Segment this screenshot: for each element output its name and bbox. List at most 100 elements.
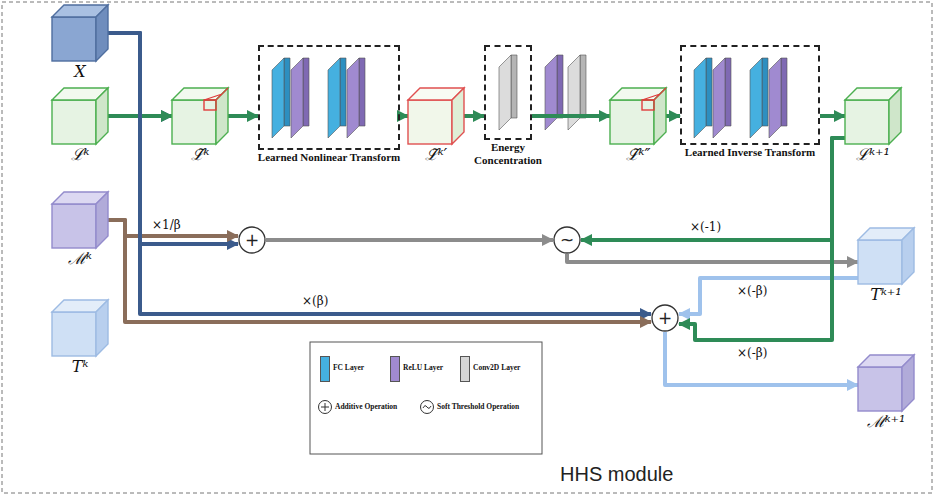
- legend-swatch: [460, 356, 470, 382]
- patch-marker: [204, 100, 216, 110]
- module-label: Learned Nonlinear Transform: [258, 151, 400, 164]
- tensor-label: ℒ̃ᵏ″: [626, 146, 651, 164]
- cube-shape: [52, 88, 108, 144]
- tensor-cube: Tᵏ: [52, 300, 108, 356]
- connector: [567, 254, 858, 262]
- module-caption: HHS module: [560, 463, 673, 486]
- legend-icon: [423, 406, 431, 409]
- cube-side: [452, 88, 464, 144]
- cube-shape: [172, 88, 228, 144]
- cube-front: [858, 240, 902, 284]
- layer-slab-side: [340, 58, 346, 126]
- weight-label: ×(-β): [735, 346, 769, 360]
- connector: [666, 114, 680, 118]
- cube-side: [96, 192, 108, 248]
- cube-front: [52, 100, 96, 144]
- cube-shape: [858, 228, 914, 284]
- dashed-module-box: Energy Concentration: [484, 45, 532, 140]
- layer-slab-side: [359, 58, 365, 126]
- weight-label: ×(β): [300, 294, 330, 308]
- connector: [820, 114, 845, 118]
- layer-slab-side: [557, 55, 563, 118]
- tensor-label: ℒᵏ⁺¹: [856, 146, 890, 164]
- operator-ring: [652, 305, 678, 331]
- tensor-label: ℳᵏ: [68, 250, 92, 268]
- layer-slab: [545, 55, 557, 130]
- operator-circle: +: [651, 304, 679, 332]
- layer-slab-side: [762, 58, 768, 126]
- tensor-cube: ℒ̃ᵏ: [172, 88, 228, 144]
- connector: [266, 238, 553, 242]
- dashed-module-box: Learned Inverse Transform: [680, 45, 820, 145]
- connector: [665, 332, 858, 385]
- layer-slab-side: [511, 55, 517, 118]
- layer-slabs: [272, 55, 787, 138]
- cube-side: [654, 88, 666, 144]
- cube-shape: [52, 300, 108, 356]
- legend-icon: [321, 403, 329, 411]
- cube-side: [96, 5, 108, 61]
- tensor-cube: X: [52, 5, 108, 61]
- tensor-cube: ℳᵏ: [52, 192, 108, 248]
- cube-side: [96, 88, 108, 144]
- layer-slab: [291, 58, 303, 138]
- tensor-cube: ℒ̃ᵏ′: [408, 88, 464, 144]
- legend-text: Conv2D Layer: [473, 363, 520, 373]
- tensor-cube: ℒᵏ: [52, 88, 108, 144]
- layer-slab: [272, 58, 284, 138]
- layer-slab-side: [580, 55, 586, 118]
- cube-front: [408, 100, 452, 144]
- layer-slab: [713, 58, 725, 138]
- operator-symbol: +: [238, 226, 266, 254]
- patch-marker: [204, 88, 228, 100]
- cube-front: [845, 100, 889, 144]
- module-label: Learned Inverse Transform: [685, 146, 815, 159]
- cube-shape: [408, 88, 464, 144]
- tensor-label: ℒᵏ: [71, 146, 90, 164]
- layer-slab: [347, 58, 359, 138]
- cube-side: [889, 88, 901, 144]
- layer-slab: [568, 55, 580, 130]
- tensor-label: X: [74, 63, 85, 81]
- cube-shape: [52, 5, 108, 61]
- patch-marker: [642, 100, 654, 110]
- weight-label: ×1/β: [150, 218, 183, 232]
- cube-shape: [845, 88, 901, 144]
- tensor-cube: ℒ̃ᵏ″: [610, 88, 666, 144]
- connector: [108, 33, 238, 244]
- cube-front: [858, 367, 902, 411]
- legend-text: ReLU Layer: [403, 363, 443, 373]
- connector: [228, 114, 258, 118]
- connector: [108, 33, 651, 314]
- tensor-label: ℒ̃ᵏ′: [425, 146, 447, 164]
- layer-slab-side: [284, 58, 290, 126]
- layer-slab-side: [781, 58, 787, 126]
- tensor-cube: ℳᵏ⁺¹: [858, 355, 914, 411]
- connector: [532, 114, 610, 118]
- operator-circle: +: [238, 226, 266, 254]
- cube-side: [216, 88, 228, 144]
- operator-symbol: +: [651, 304, 679, 332]
- connector: [400, 114, 408, 118]
- operator-ring: [239, 227, 265, 253]
- legend-text: Soft Threshold Operation: [437, 402, 519, 412]
- cube-shape: [858, 355, 914, 411]
- legend-swatch: [390, 356, 400, 382]
- tensor-cube: Tᵏ⁺¹: [858, 228, 914, 284]
- cube-front: [610, 100, 654, 144]
- connector: [108, 220, 651, 322]
- tensor-label: Tᵏ: [72, 358, 89, 376]
- layer-slab-side: [725, 58, 731, 126]
- connector: [581, 138, 845, 240]
- legend-text: Additive Operation: [335, 402, 397, 412]
- weight-label: ×(-β): [735, 284, 769, 298]
- tensor-label: Tᵏ⁺¹: [870, 286, 901, 304]
- layer-slab: [769, 58, 781, 138]
- layer-slab: [499, 55, 511, 130]
- cube-front: [52, 312, 96, 356]
- legend-text: FC Layer: [333, 363, 364, 373]
- module-label: Energy Concentration: [466, 141, 550, 167]
- operator-ring: [554, 227, 580, 253]
